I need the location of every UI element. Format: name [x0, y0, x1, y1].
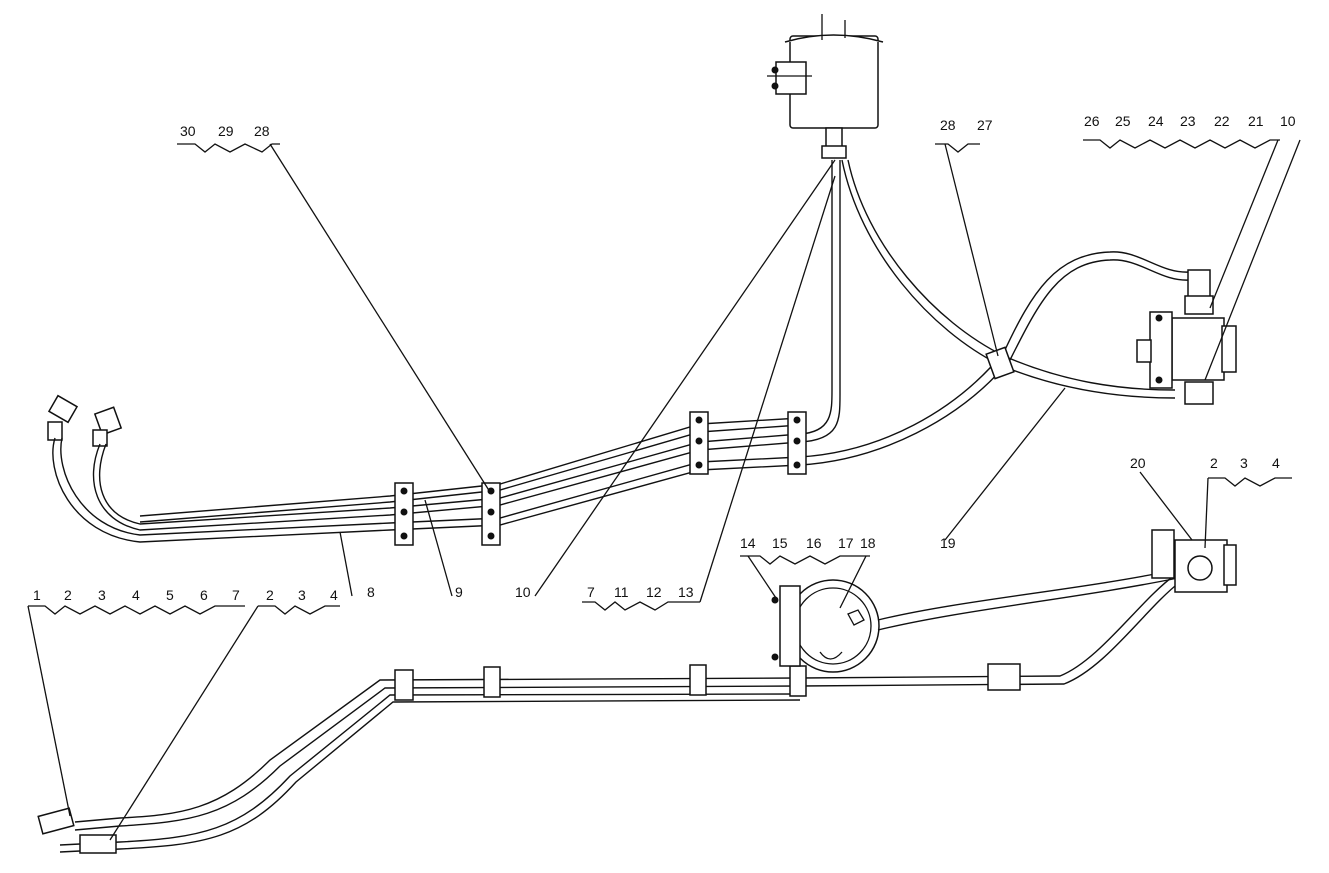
upper-clamps — [394, 411, 807, 546]
callout-15: 15 — [772, 535, 788, 551]
callout-19: 19 — [940, 535, 956, 551]
return-hose — [841, 159, 1176, 399]
callout-12: 12 — [646, 584, 662, 600]
callout-7-mid: 7 — [587, 584, 595, 600]
callout-22: 22 — [1214, 113, 1230, 129]
callout-5: 5 — [166, 587, 174, 603]
callout-11: 11 — [614, 584, 629, 600]
callout-10-right: 10 — [1280, 113, 1296, 129]
callout-1: 1 — [33, 587, 41, 603]
leader-lines — [27, 139, 1301, 841]
callout-17: 17 — [838, 535, 854, 551]
callout-3-b: 3 — [298, 587, 306, 603]
lower-pump — [1151, 529, 1237, 593]
callout-28-left: 28 — [254, 123, 270, 139]
callout-6: 6 — [200, 587, 208, 603]
callout-14: 14 — [740, 535, 756, 551]
callout-labels: 30 29 28 28 27 26 25 24 23 22 21 10 8 9 … — [33, 113, 1296, 603]
callout-8: 8 — [367, 584, 375, 600]
callout-2-pump: 2 — [1210, 455, 1218, 471]
callout-16: 16 — [806, 535, 822, 551]
callout-4-a: 4 — [132, 587, 140, 603]
oil-filter — [771, 569, 1179, 673]
callout-2-b: 2 — [266, 587, 274, 603]
callout-27: 27 — [977, 117, 993, 133]
lower-hose-line — [37, 574, 1181, 854]
callout-2-a: 2 — [64, 587, 72, 603]
callout-24: 24 — [1148, 113, 1164, 129]
callout-21: 21 — [1248, 113, 1264, 129]
callout-23: 23 — [1180, 113, 1196, 129]
callout-13: 13 — [678, 584, 694, 600]
upper-hose-bundle — [52, 160, 1191, 543]
callout-10-mid: 10 — [515, 584, 531, 600]
callout-25: 25 — [1115, 113, 1131, 129]
callout-4-b: 4 — [330, 587, 338, 603]
callout-9: 9 — [455, 584, 463, 600]
callout-7-a: 7 — [232, 587, 240, 603]
right-steering-unit — [1136, 269, 1237, 405]
callout-4-pump: 4 — [1272, 455, 1280, 471]
left-hose-fittings — [47, 394, 123, 447]
callout-3-pump: 3 — [1240, 455, 1248, 471]
callout-20: 20 — [1130, 455, 1146, 471]
callout-30: 30 — [180, 123, 196, 139]
callout-3-a: 3 — [98, 587, 106, 603]
callout-26: 26 — [1084, 113, 1100, 129]
reservoir-tank — [767, 14, 884, 159]
callout-29: 29 — [218, 123, 234, 139]
callout-18: 18 — [860, 535, 876, 551]
callout-28-mid: 28 — [940, 117, 956, 133]
